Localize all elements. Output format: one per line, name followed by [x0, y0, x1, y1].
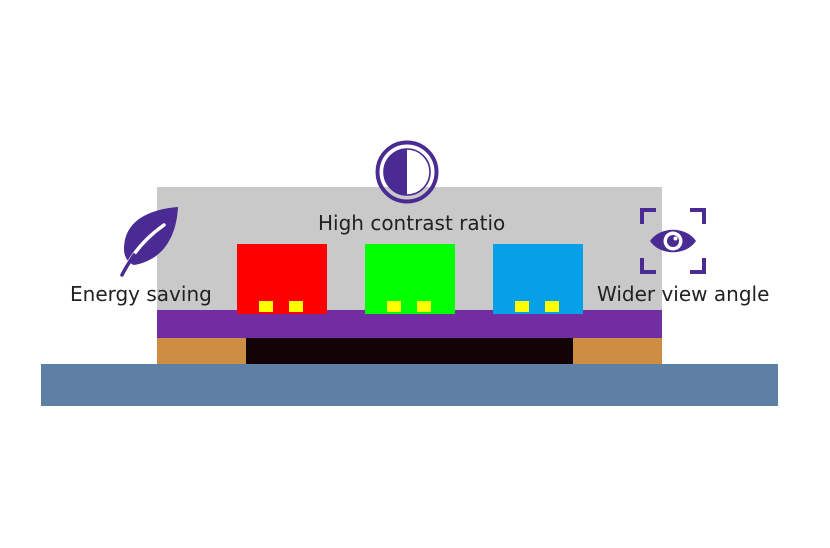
contact-pad [545, 301, 559, 312]
green-led-chip [365, 244, 455, 314]
energy-label: Energy saving [70, 282, 212, 306]
red-led-chip [237, 244, 327, 314]
contact-pad [387, 301, 401, 312]
contrast-circle-icon [375, 140, 439, 204]
purple-layer [157, 310, 662, 338]
contact-pad [289, 301, 303, 312]
blue-led-chip [493, 244, 583, 314]
bond-pad-left [157, 338, 246, 364]
contact-pad [259, 301, 273, 312]
substrate [41, 364, 778, 406]
contrast-label: High contrast ratio [318, 211, 506, 235]
bond-pad-right [573, 338, 662, 364]
leaf-icon [120, 207, 178, 277]
contact-pad [515, 301, 529, 312]
view-angle-label: Wider view angle [597, 282, 770, 306]
black-layer [246, 338, 573, 364]
contact-pad [417, 301, 431, 312]
eye-focus-icon [640, 208, 706, 274]
